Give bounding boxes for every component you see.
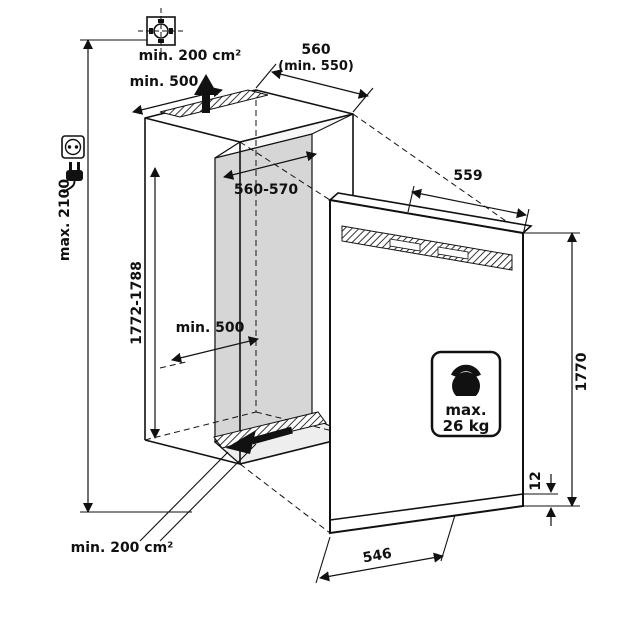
niche-depth-min-label: (min. 550): [278, 59, 354, 74]
top-clearance-label: min. 500: [130, 74, 199, 90]
appliance-height-dimension: 1770: [523, 231, 590, 508]
niche-depth-label: 560: [301, 42, 330, 58]
ceiling-height-dimension: max. 2100: [57, 38, 192, 514]
power-plug-icon: [63, 162, 83, 194]
niche-width-label: 560-570: [234, 182, 299, 198]
base-gap-dimension: 12: [523, 471, 558, 526]
floor-clearance-dimension: min. 500: [159, 320, 259, 369]
niche-drawing: [144, 74, 355, 466]
appliance-base-line: [329, 493, 524, 521]
appliance-drawing: max. 26 kg: [328, 192, 533, 535]
niche-width-dimension: 560-570: [223, 151, 317, 198]
appliance-depth-dimension: 546: [315, 514, 456, 584]
power-outlet-icon: [61, 135, 85, 159]
appliance-depth-label: 546: [362, 546, 394, 567]
niche-height-label: 1772-1788: [129, 261, 145, 345]
crosshair-target-icon: [138, 8, 184, 54]
weight-max-label: max.: [445, 401, 486, 419]
niche-depth-dimension: 560 (min. 550): [255, 42, 374, 113]
airflow-out-arrow: [226, 426, 293, 454]
top-clearance-dimension: min. 500: [130, 74, 223, 115]
appliance-width-label: 559: [453, 168, 482, 184]
ceiling-height-label: max. 2100: [57, 179, 73, 261]
appliance-width-dimension: 559: [407, 168, 530, 236]
floor-clearance-label: min. 500: [176, 320, 245, 336]
top-vent-area-label: min. 200 cm²: [139, 48, 242, 64]
weight-value-label: 26 kg: [443, 417, 490, 435]
bottom-vent-area-dimension: min. 200 cm²: [71, 443, 257, 556]
control-panel-slot: [389, 238, 421, 252]
niche-height-dimension: 1772-1788: [129, 166, 161, 440]
base-gap-label: 12: [528, 471, 544, 490]
control-panel-slot: [437, 246, 469, 260]
appliance-height-label: 1770: [574, 352, 590, 391]
niche-back-wall: [214, 133, 313, 443]
weight-badge: max. 26 kg: [430, 350, 502, 438]
bottom-vent-area-label: min. 200 cm²: [71, 540, 174, 556]
control-panel-band: [341, 225, 513, 271]
kettlebell-weight-icon: [444, 364, 488, 404]
